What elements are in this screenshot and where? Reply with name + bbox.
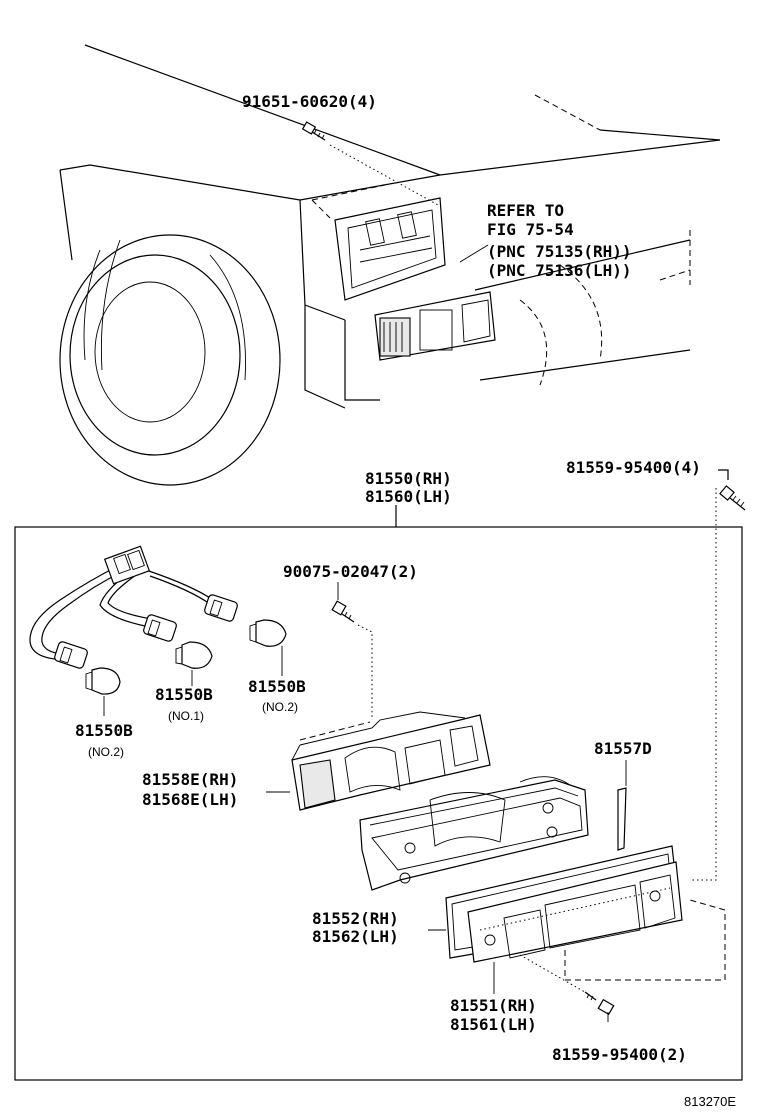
- label-unit-rh: 81551(RH): [450, 996, 537, 1015]
- label-lens-rh: 81552(RH): [312, 909, 399, 928]
- label-pnc-rh: (PNC 75135(RH)): [487, 242, 632, 261]
- screw-bottom-icon: [584, 991, 615, 1016]
- socket-left: [54, 641, 88, 669]
- label-screw-right-top: 81559-95400(4): [566, 458, 701, 477]
- rear-wheel: [59, 234, 603, 486]
- label-unit-lh: 81561(LH): [450, 1015, 537, 1034]
- label-lamp-rh: 81550(RH): [365, 469, 452, 488]
- screw-top-icon: [301, 121, 326, 141]
- figure-code: 813270E: [684, 1094, 736, 1109]
- rear-lamp-on-vehicle: [374, 291, 496, 361]
- bulb-no2-right-icon: [249, 619, 287, 647]
- socket-middle: [143, 614, 177, 642]
- bulb-no2-left-icon: [85, 667, 121, 695]
- lamp-lens-inner: [467, 861, 683, 963]
- label-bulb-no2b-note: (NO.2): [88, 745, 124, 759]
- label-housing-lh: 81568E(LH): [142, 790, 238, 809]
- leader-refer: [459, 244, 489, 263]
- leader-screw-inner: [357, 624, 373, 720]
- lamp-housing: [291, 711, 491, 811]
- screw-right-top-icon: [718, 469, 746, 511]
- label-gasket: 81557D: [594, 739, 652, 758]
- gasket: [617, 787, 627, 851]
- label-bulb-no2a-note: (NO.2): [262, 700, 298, 714]
- label-housing-rh: 81558E(RH): [142, 770, 238, 789]
- leader-screw-bottom-dots: [519, 954, 591, 996]
- assembly-frame: [14, 526, 743, 1081]
- label-bulb-no1-note: (NO.1): [168, 709, 204, 723]
- label-screw-bottom: 81559-95400(2): [552, 1045, 687, 1064]
- label-lens-lh: 81562(LH): [312, 927, 399, 946]
- vehicle-rear-body: [59, 44, 721, 409]
- label-bulb-no2b-code: 81550B: [75, 721, 133, 740]
- socket-right: [204, 594, 238, 622]
- label-bulb-no2a-code: 81550B: [248, 677, 306, 696]
- label-screw-top: 91651-60620(4): [242, 92, 377, 111]
- label-screw-inner: 90075-02047(2): [283, 562, 418, 581]
- label-bulb-no1-code: 81550B: [155, 685, 213, 704]
- label-refer-1: REFER TO: [487, 201, 564, 220]
- label-refer-2: FIG 75-54: [487, 220, 574, 239]
- lens-outline-dashed: [564, 899, 726, 981]
- lamp-base-body: [359, 776, 589, 891]
- label-pnc-lh: (PNC 75136(LH)): [487, 261, 632, 280]
- wire-harness: [29, 545, 211, 661]
- label-lamp-lh: 81560(LH): [365, 487, 452, 506]
- screw-inner-icon: [331, 600, 355, 623]
- leader-screw-right: [690, 488, 717, 881]
- bulb-no1-icon: [175, 641, 213, 669]
- license-plate-bracket: [334, 197, 446, 301]
